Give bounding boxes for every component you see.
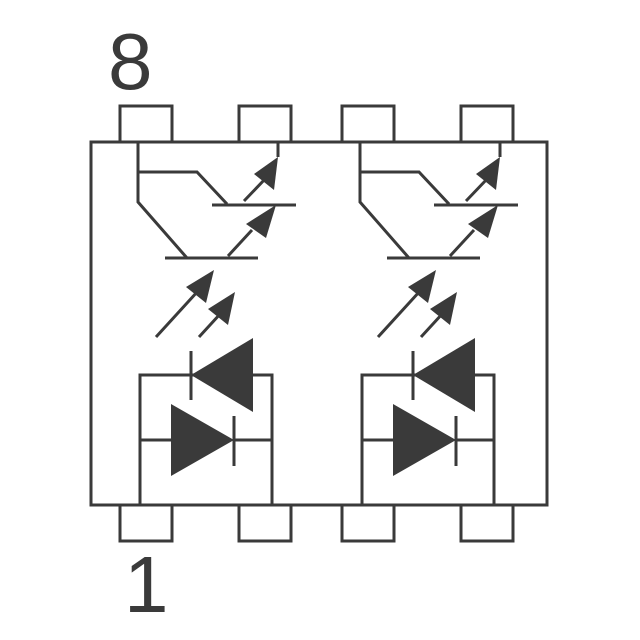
light-arrow-2-stem xyxy=(419,311,445,339)
second-emitter-arrow-icon xyxy=(468,205,498,238)
channel-2 xyxy=(358,142,518,505)
first-stage-base-link xyxy=(360,170,451,206)
reverse-led-icon xyxy=(191,338,253,412)
light-arrows xyxy=(376,270,457,339)
top-pins xyxy=(118,104,515,144)
photo-darlington-transistor xyxy=(136,142,296,260)
photo-darlington-transistor xyxy=(358,142,518,260)
light-arrows xyxy=(154,270,235,339)
forward-led-icon xyxy=(171,404,234,476)
light-arrow-2-icon xyxy=(208,292,235,325)
emitter-arrow-stem xyxy=(242,176,268,203)
channel-1 xyxy=(136,142,296,505)
collector-rail xyxy=(358,142,411,259)
light-arrow-1-stem xyxy=(154,289,200,339)
antiparallel-input-leds xyxy=(138,338,274,505)
package-outline xyxy=(89,140,549,507)
first-stage-base-link xyxy=(138,170,229,206)
second-emitter-arrow-stem xyxy=(448,228,476,258)
light-arrow-1-stem xyxy=(376,289,422,339)
pin-1-label: 1 xyxy=(124,540,169,629)
second-emitter-arrow-icon xyxy=(246,205,276,238)
forward-led-icon xyxy=(393,404,456,476)
antiparallel-input-leds xyxy=(360,338,496,505)
pin-2 xyxy=(237,503,293,543)
pin-5 xyxy=(459,104,515,144)
pin-3 xyxy=(340,503,396,543)
light-arrow-1-icon xyxy=(186,270,214,303)
bottom-pins xyxy=(118,503,515,543)
emitter-arrow-stem xyxy=(464,176,490,203)
pin-1 xyxy=(118,503,174,543)
pin-8 xyxy=(118,104,174,144)
light-arrow-1-icon xyxy=(408,270,436,303)
second-emitter-arrow-stem xyxy=(226,228,254,258)
pin-7 xyxy=(237,104,293,144)
reverse-led-icon xyxy=(413,338,475,412)
collector-rail xyxy=(136,142,189,259)
emitter-arrow-icon xyxy=(476,157,500,190)
pin-8-label: 8 xyxy=(108,17,153,106)
light-arrow-2-icon xyxy=(430,292,457,325)
light-arrow-2-stem xyxy=(197,311,223,339)
pin-4 xyxy=(459,503,515,543)
emitter-arrow-icon xyxy=(254,157,278,190)
pin-6 xyxy=(340,104,396,144)
